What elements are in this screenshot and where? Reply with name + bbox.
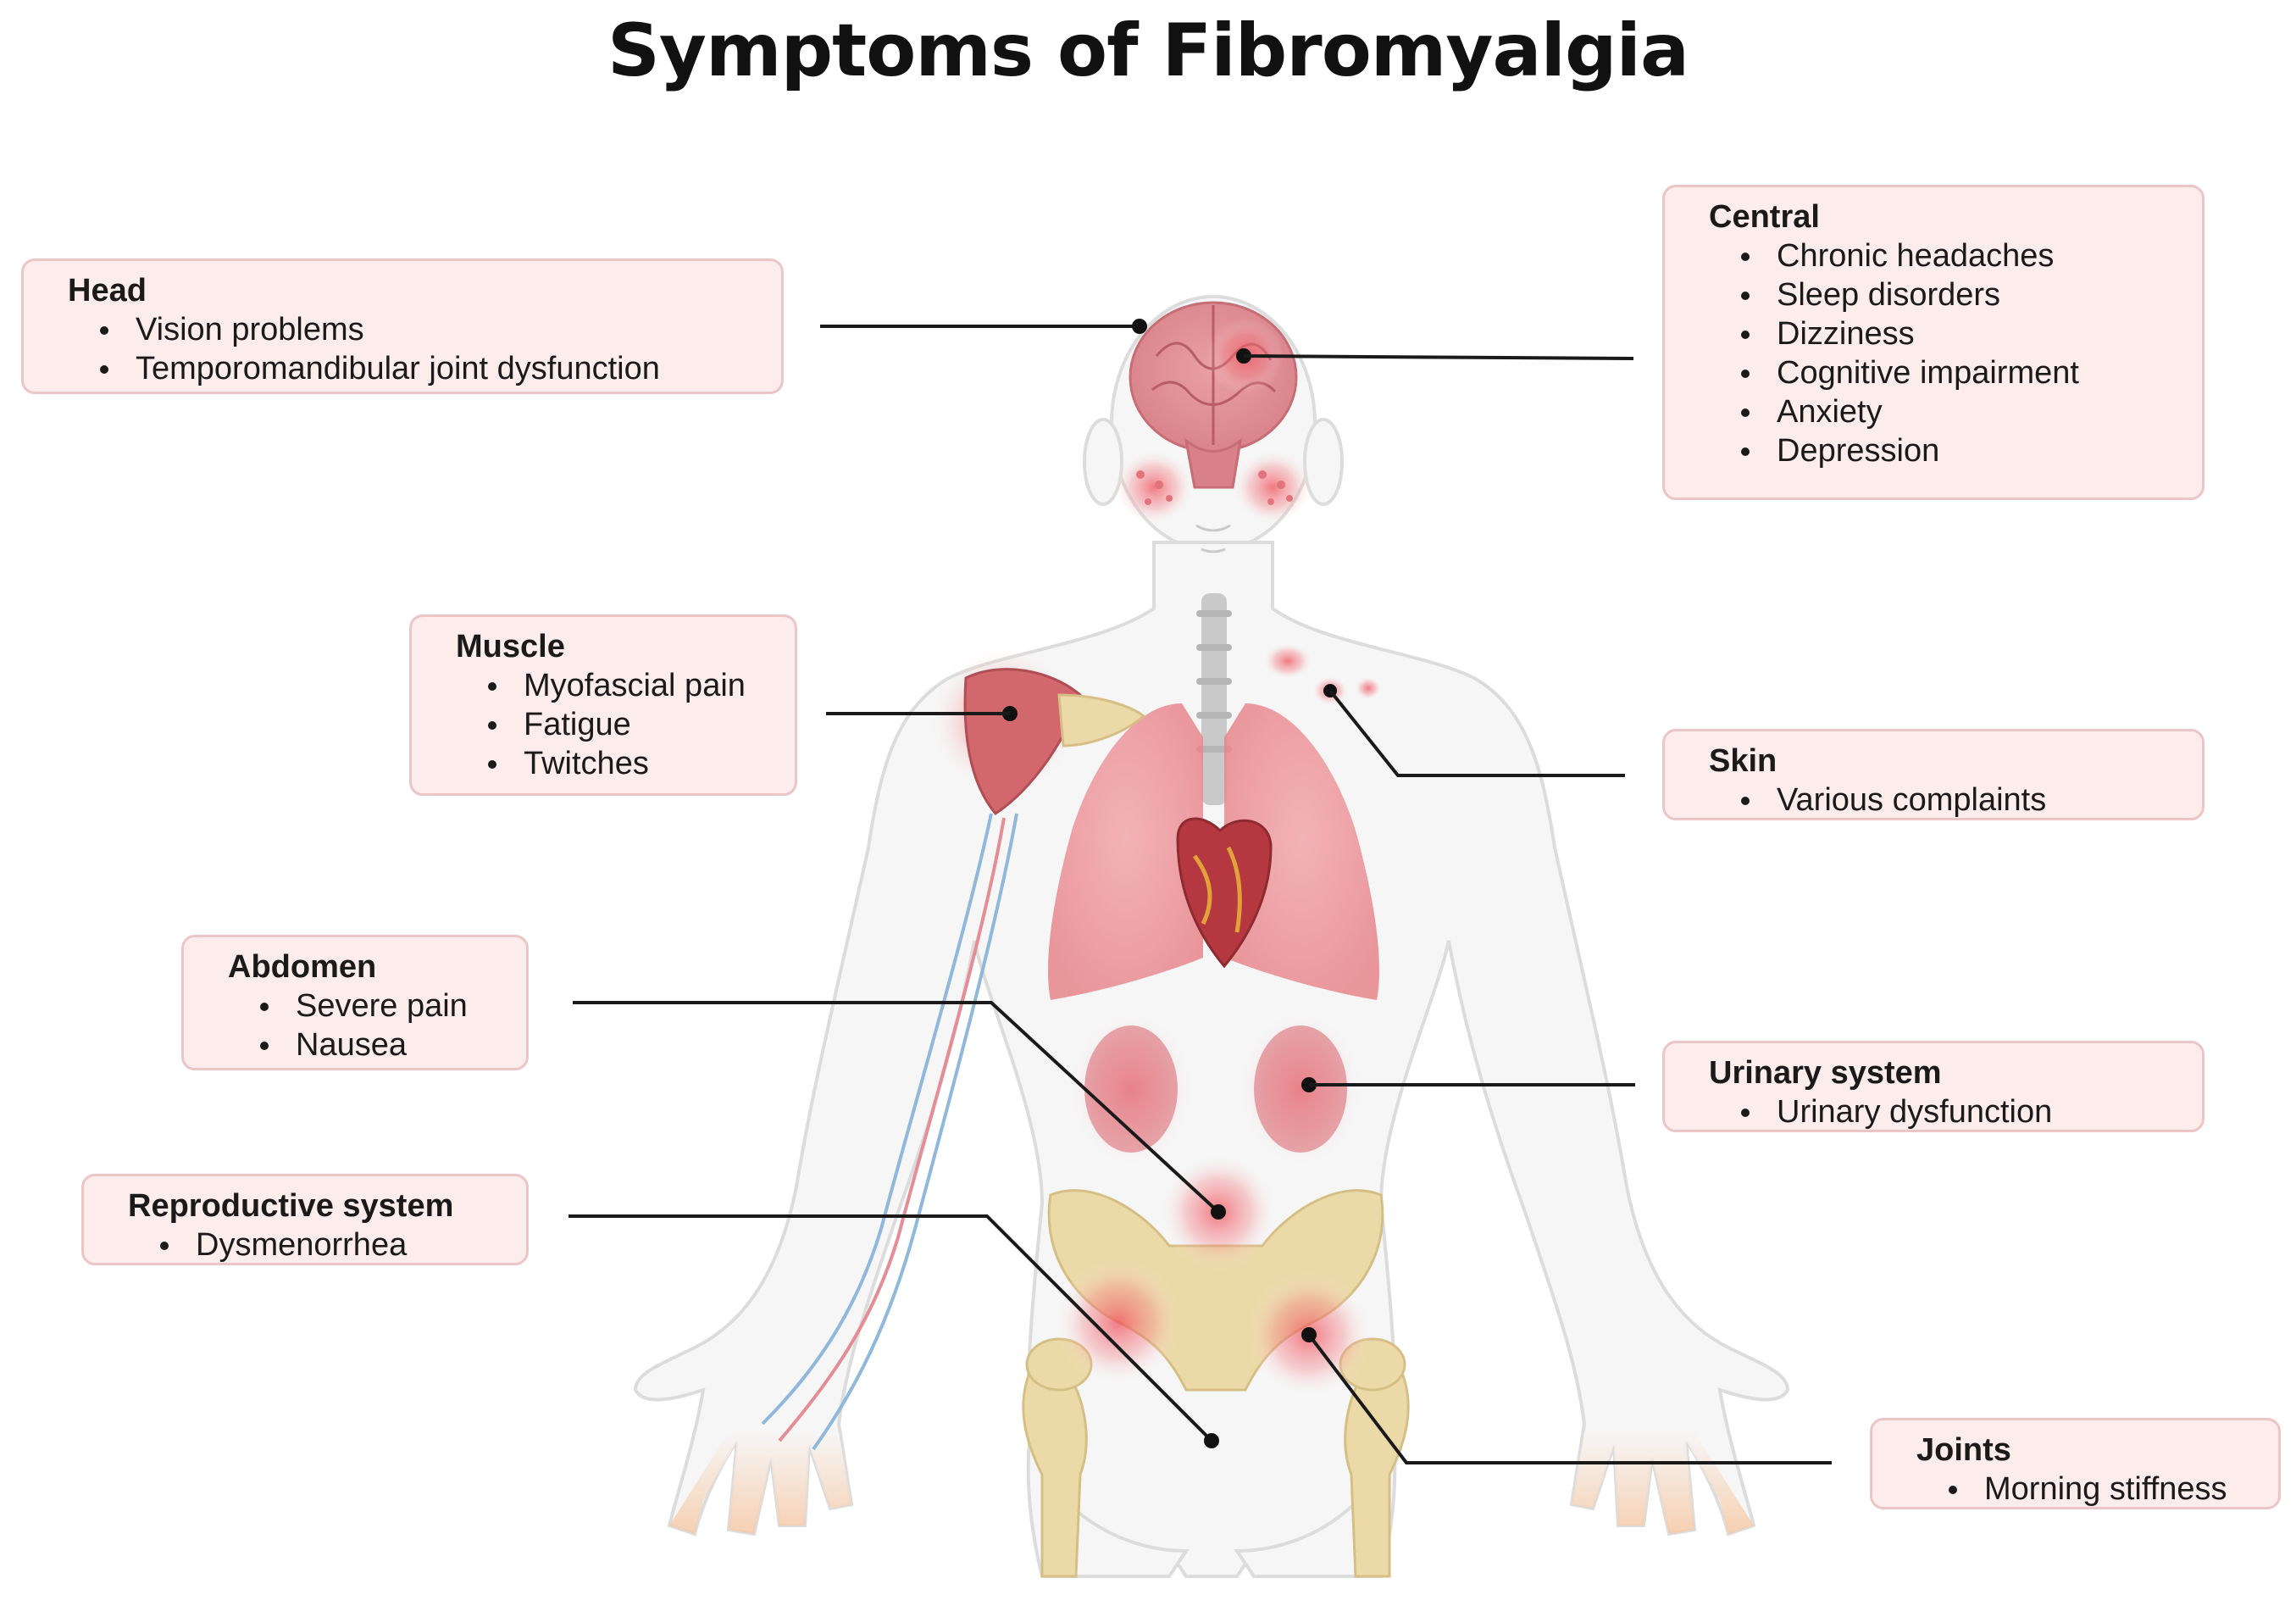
trachea bbox=[1196, 593, 1232, 805]
callout-reproductive-title: Reproductive system bbox=[128, 1188, 454, 1224]
list-item: Dizziness bbox=[1741, 314, 2185, 353]
callout-abdomen-list: Severe pain Nausea bbox=[228, 986, 509, 1064]
diagram-title: Symptoms of Fibromyalgia bbox=[607, 8, 1689, 93]
leader-abdomen bbox=[573, 1001, 1220, 1214]
list-item: Myofascial pain bbox=[488, 666, 778, 705]
brain bbox=[1129, 301, 1298, 489]
list-item: Dysmenorrhea bbox=[160, 1225, 509, 1264]
torso-shape bbox=[633, 541, 1790, 1578]
hand-tint bbox=[669, 1432, 1754, 1534]
skin-spots bbox=[1262, 642, 1382, 706]
callout-central-title: Central bbox=[1709, 199, 1820, 235]
leader-lines bbox=[568, 319, 1832, 1464]
callout-urinary-title: Urinary system bbox=[1709, 1055, 1942, 1091]
leader-joints bbox=[1307, 1333, 1832, 1464]
list-item: Cognitive impairment bbox=[1741, 353, 2185, 392]
callout-abdomen-title: Abdomen bbox=[228, 949, 377, 985]
callout-skin: Skin Various complaints bbox=[1662, 729, 2204, 820]
cheek-rash bbox=[1113, 449, 1313, 525]
list-item: Temporomandibular joint dysfunction bbox=[100, 349, 764, 388]
callout-muscle-title: Muscle bbox=[456, 629, 565, 664]
list-item: Twitches bbox=[488, 744, 778, 783]
shoulder-muscle bbox=[928, 644, 1146, 815]
leader-reproductive bbox=[568, 1214, 1213, 1442]
list-item: Severe pain bbox=[260, 986, 509, 1025]
callout-head: Head Vision problems Temporomandibular j… bbox=[21, 258, 784, 394]
leader-skin bbox=[1328, 689, 1625, 777]
callout-head-list: Vision problems Temporomandibular joint … bbox=[68, 310, 764, 388]
callout-urinary-list: Urinary dysfunction bbox=[1709, 1092, 2185, 1131]
list-item: Nausea bbox=[260, 1025, 509, 1064]
callout-reproductive-list: Dysmenorrhea bbox=[128, 1225, 509, 1264]
callout-central-list: Chronic headaches Sleep disorders Dizzin… bbox=[1709, 236, 2185, 470]
heart bbox=[1176, 817, 1273, 969]
callout-joints: Joints Morning stiffness bbox=[1870, 1418, 2281, 1509]
arm-vessels bbox=[761, 813, 1018, 1451]
callout-joints-list: Morning stiffness bbox=[1916, 1470, 2261, 1509]
callout-muscle-list: Myofascial pain Fatigue Twitches bbox=[456, 666, 778, 783]
list-item: Various complaints bbox=[1741, 781, 2185, 820]
list-item: Depression bbox=[1741, 431, 2185, 470]
lungs bbox=[1048, 703, 1379, 1000]
callout-skin-list: Various complaints bbox=[1709, 781, 2185, 820]
callout-central: Central Chronic headaches Sleep disorder… bbox=[1662, 185, 2204, 500]
list-item: Vision problems bbox=[100, 310, 764, 349]
callout-abdomen: Abdomen Severe pain Nausea bbox=[181, 935, 529, 1070]
kidneys bbox=[1068, 1009, 1364, 1170]
callout-reproductive: Reproductive system Dysmenorrhea bbox=[81, 1174, 529, 1265]
list-item: Morning stiffness bbox=[1949, 1470, 2261, 1509]
callout-head-title: Head bbox=[68, 273, 147, 308]
leader-central bbox=[1243, 354, 1634, 360]
callout-muscle: Muscle Myofascial pain Fatigue Twitches bbox=[409, 614, 797, 796]
callout-urinary: Urinary system Urinary dysfunction bbox=[1662, 1041, 2204, 1132]
pelvis bbox=[1022, 1189, 1410, 1578]
face bbox=[1195, 524, 1231, 553]
list-item: Chronic headaches bbox=[1741, 236, 2185, 275]
list-item: Fatigue bbox=[488, 705, 778, 744]
callout-skin-title: Skin bbox=[1709, 743, 1777, 779]
list-item: Anxiety bbox=[1741, 392, 2185, 431]
list-item: Sleep disorders bbox=[1741, 275, 2185, 314]
callout-joints-title: Joints bbox=[1916, 1432, 2011, 1468]
list-item: Urinary dysfunction bbox=[1741, 1092, 2185, 1131]
